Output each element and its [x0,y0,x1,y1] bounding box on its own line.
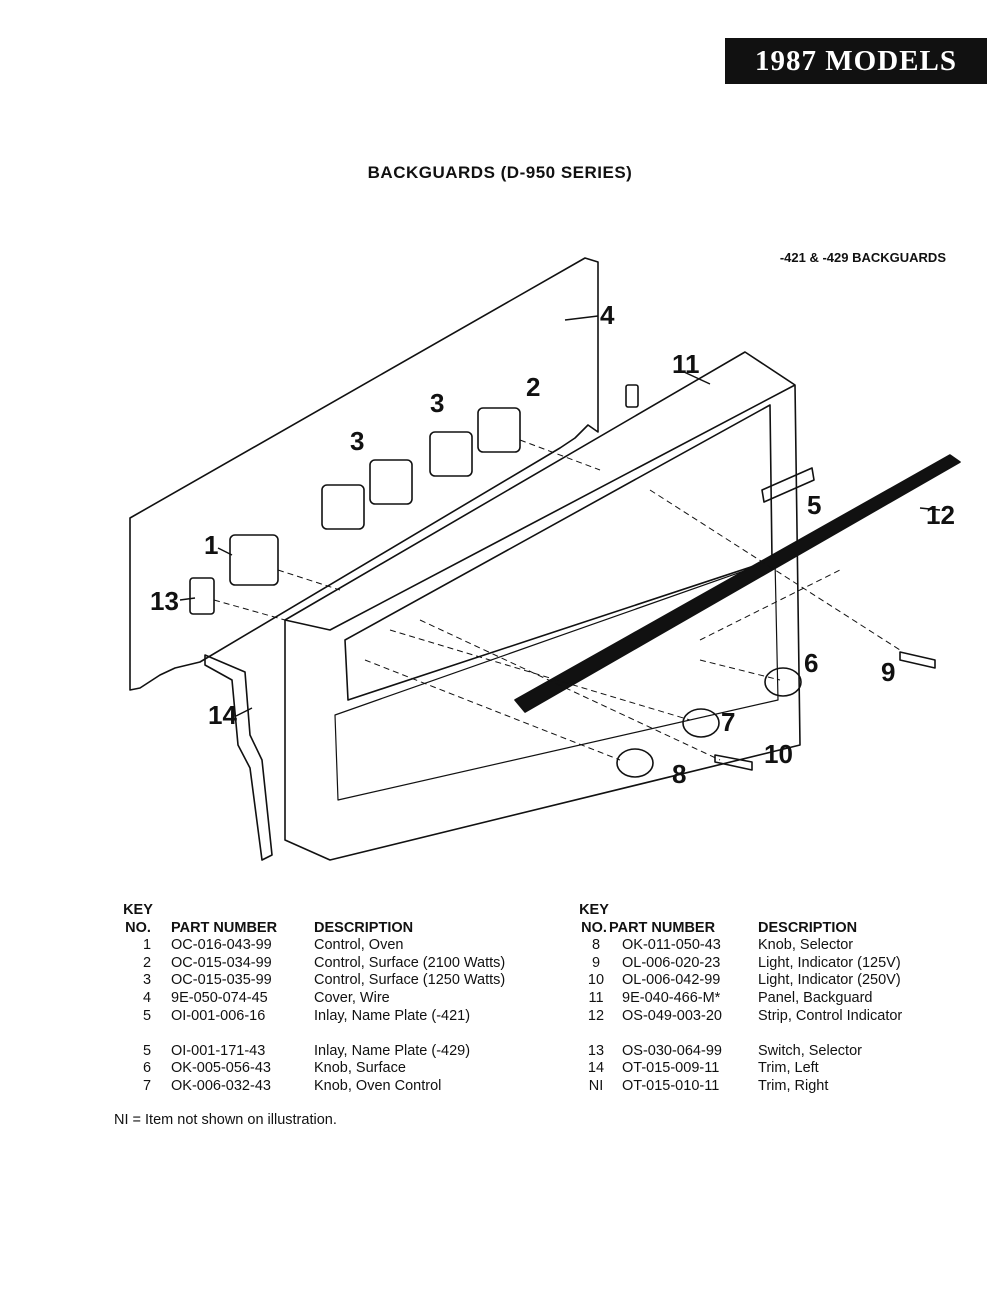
callout-5: 5 [807,490,821,520]
part-description: Switch, Selector [758,1042,862,1059]
part-description: Control, Oven [314,937,404,954]
part-description: Trim, Left [758,1060,819,1077]
callout-2: 2 [526,372,540,402]
key-no: 1 [142,937,152,954]
part-number: OT-015-010-11 [622,1077,720,1094]
part-description: Strip, Control Indicator [758,1007,903,1024]
part-description: Light, Indicator (125V) [758,954,901,971]
indicator-light-part [899,651,936,669]
callout-12: 12 [926,500,955,530]
key-no: 4 [142,989,152,1006]
description-header: DESCRIPTION [314,919,414,936]
part-description: Knob, Surface [314,1060,406,1077]
key-no: NI [588,1077,604,1094]
part-number: OC-015-034-99 [171,954,272,971]
part-number: 9E-040-466-M* [622,989,721,1006]
diagram-subtitle: -421 & -429 BACKGUARDS [779,250,946,265]
part-number: OI-001-006-16 [171,1007,266,1024]
part-number: OL-006-042-99 [622,972,721,989]
trim-left-part [204,654,273,861]
part-number: OL-006-020-23 [622,954,721,971]
callout-10: 10 [764,739,793,769]
indicator-light-part [714,754,753,771]
parts-table-left: KEY NO. PART NUMBER DESCRIPTION 1 2 3 4 … [118,902,558,1102]
key-no: 12 [587,1007,605,1024]
part-number: OS-030-064-99 [622,1042,722,1059]
part-number: OK-005-056-43 [171,1060,271,1077]
callout-1: 1 [204,530,218,560]
selector-knob-part [616,748,654,778]
oven-control-knob-part [682,708,720,738]
part-number: OC-015-035-99 [171,972,272,989]
callout-6: 6 [804,648,818,678]
callout-8: 8 [672,759,686,789]
footnote: NI = Item not shown on illustration. [114,1112,337,1128]
part-description: Inlay, Name Plate (-421) [314,1007,471,1024]
callout-3-left: 3 [350,426,364,456]
surface-control-part [429,431,473,477]
key-no: 11 [588,989,604,1006]
surface-control-part [369,459,413,505]
part-description: Control, Surface (1250 Watts) [314,972,506,989]
key-no: 7 [142,1077,152,1094]
key-no: 2 [142,954,152,971]
surface-control-part [477,407,521,453]
backguard-panel-part [284,351,801,861]
control-indicator-strip-part [514,454,961,713]
callout-13: 13 [150,586,179,616]
parts-table-right: KEY NO. PART NUMBER DESCRIPTION 8 9 10 1… [574,902,974,1102]
part-number-header: PART NUMBER [171,919,278,936]
page-title: BACKGUARDS (D-950 SERIES) [367,163,633,182]
callout-11: 11 [672,349,700,379]
key-no: 5 [142,1007,152,1024]
key-no: 14 [587,1060,605,1077]
callout-14: 14 [208,700,237,730]
oven-control-part [229,534,279,586]
part-description: Inlay, Name Plate (-429) [314,1042,471,1059]
key-no: 13 [587,1042,605,1059]
surface-control-part [321,484,365,530]
part-number: OS-049-003-20 [622,1007,722,1024]
description-header: DESCRIPTION [758,919,858,936]
part-number: OC-016-043-99 [171,937,272,954]
key-header: KEY NO. [579,902,609,936]
part-description: Cover, Wire [314,989,390,1006]
part-number: OI-001-171-43 [171,1042,266,1059]
exploded-parts-diagram: 4 11 3 3 2 1 13 14 5 12 6 9 7 10 8 [129,257,961,861]
key-no: 6 [142,1060,152,1077]
callout-3-right: 3 [430,388,444,418]
key-no: 10 [587,972,605,989]
selector-switch-part [189,577,215,615]
part-number-header: PART NUMBER [609,919,716,936]
part-description: Knob, Selector [758,937,854,954]
part-description: Knob, Oven Control [314,1077,442,1094]
key-header: KEY NO. [123,902,153,936]
part-description: Panel, Backguard [758,989,873,1006]
part-number: OK-006-032-43 [171,1077,271,1094]
part-description: Control, Surface (2100 Watts) [314,954,506,971]
models-banner: 1987 MODELS [725,38,987,84]
part-number: OK-011-050-43 [622,937,721,954]
wire-cover-part [129,257,599,691]
key-no: 5 [142,1042,152,1059]
part-description: Trim, Right [758,1077,829,1094]
name-plate-inlay-part [761,467,815,503]
surface-knob-part [764,667,802,697]
callout-7: 7 [721,707,735,737]
part-description: Light, Indicator (250V) [758,972,901,989]
key-no: 8 [591,937,601,954]
callout-4: 4 [600,300,615,330]
key-no: 9 [591,954,601,971]
key-no: 3 [142,972,152,989]
callout-9: 9 [881,657,895,687]
part-number: 9E-050-074-45 [171,989,268,1006]
part-number: OT-015-009-11 [622,1060,720,1077]
